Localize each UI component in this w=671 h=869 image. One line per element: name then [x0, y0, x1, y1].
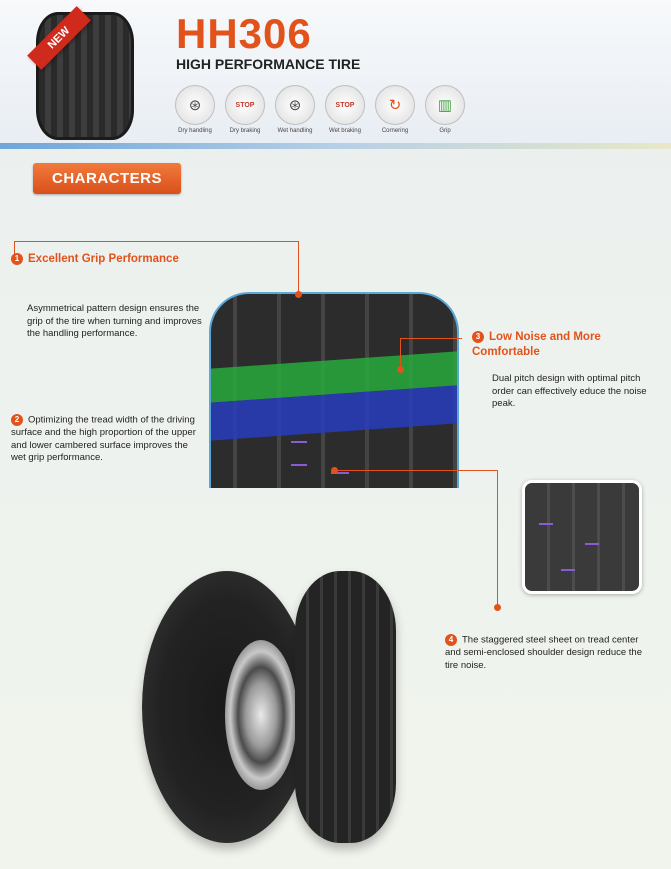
feature-dry-handling: ⊛ Dry handling	[170, 85, 220, 134]
tread-closeup	[209, 292, 459, 488]
characters-button[interactable]: CHARACTERS	[33, 163, 181, 194]
callout-line-1	[14, 241, 15, 259]
callout-dot-4	[331, 467, 338, 474]
steering-wheel-wet-icon: ⊛	[275, 85, 315, 125]
feature-grip: ▥ Grip	[420, 85, 470, 134]
tread-detail-inset	[522, 480, 642, 594]
callout-line-4	[336, 470, 498, 471]
stop-sign-wet-icon: STOP	[325, 85, 365, 125]
callout-line-4	[497, 470, 498, 608]
cornering-icon: ↻	[375, 85, 415, 125]
callout-line-1	[14, 241, 299, 242]
sipe	[539, 523, 553, 525]
callout-dot-3	[397, 366, 404, 373]
model-name: HH306	[176, 10, 312, 57]
point-1-text: Asymmetrical pattern design ensures the …	[27, 303, 202, 339]
sipe	[291, 464, 307, 466]
grip-icon: ▥	[425, 85, 465, 125]
feature-label: Grip	[439, 128, 451, 134]
callout-line-1	[298, 241, 299, 295]
feature-label: Cornering	[381, 128, 409, 134]
feature-label: Wet braking	[329, 128, 361, 134]
sipe	[291, 441, 307, 443]
callout-dot-1	[295, 291, 302, 298]
header-stripe	[0, 143, 671, 149]
tagline: HIGH PERFORMANCE TIRE	[176, 56, 361, 72]
feature-dry-braking: STOP Dry braking	[220, 85, 270, 134]
feature-cornering: ↻ Cornering	[370, 85, 420, 134]
stop-sign-icon: STOP	[225, 85, 265, 125]
callout-dot-4b	[494, 604, 501, 611]
feature-label: Dry handling	[178, 128, 212, 134]
feature-label: Wet handling	[277, 128, 313, 134]
number-badge: 4	[445, 634, 457, 646]
number-badge: 2	[11, 414, 23, 426]
tire-front-view-image	[295, 571, 396, 843]
point-3-text: Dual pitch design with optimal pitch ord…	[492, 373, 647, 409]
callout-line-3	[400, 338, 462, 339]
sipe	[331, 472, 349, 474]
feature-wet-braking: STOP Wet braking	[320, 85, 370, 134]
sipe	[585, 543, 599, 545]
alloy-rim	[225, 640, 297, 790]
sipe	[561, 569, 575, 571]
feature-label: Dry braking	[229, 128, 261, 134]
number-badge: 1	[11, 252, 23, 265]
number-badge: 3	[472, 330, 484, 343]
steering-wheel-icon: ⊛	[175, 85, 215, 125]
callout-line-3	[400, 338, 401, 368]
feature-wet-handling: ⊛ Wet handling	[270, 85, 320, 134]
